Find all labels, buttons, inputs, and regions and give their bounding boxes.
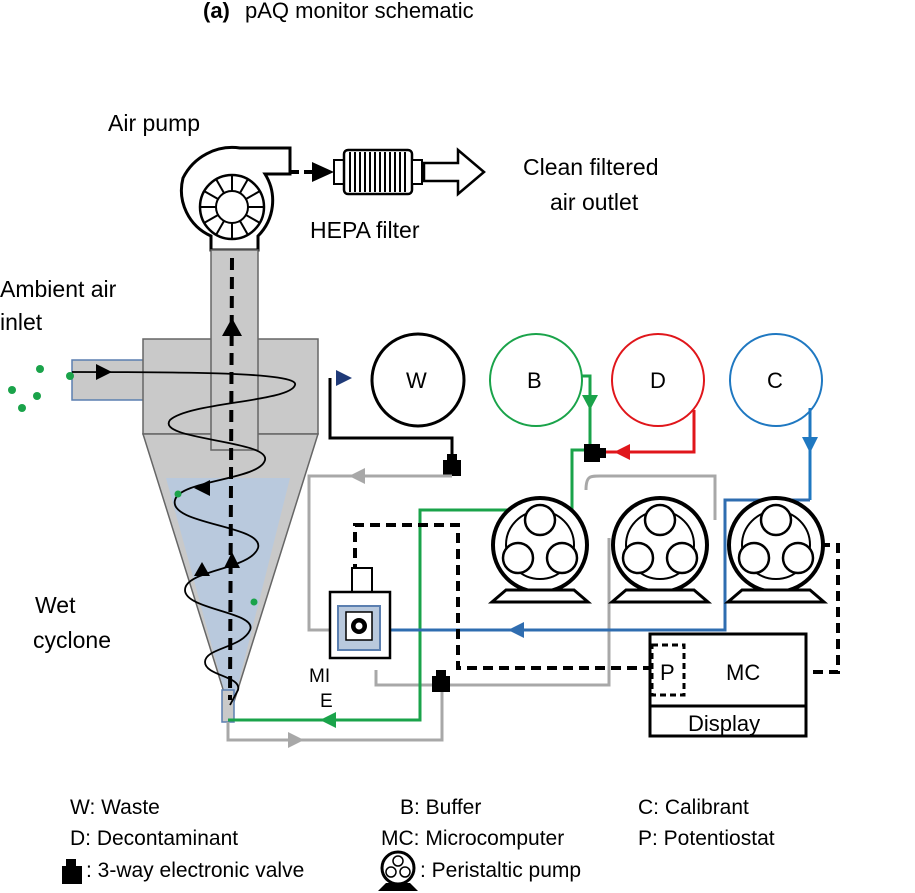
peristaltic-pump-1 [487,496,593,604]
mie-electrode [328,567,392,660]
clean-air-label-line1: Clean filtered [523,154,659,180]
green-line [228,480,574,722]
wet-cyclone [71,249,320,723]
pump-to-filter-arrow [312,162,334,182]
mie-label-line2: E [320,691,333,712]
potentiostat-label: P [660,660,675,685]
legend: W: Waste B: Buffer C: Calibrant D: Decon… [62,796,775,891]
waste-label: W [406,368,427,393]
wet-cyclone-label-line1: Wet [35,592,76,618]
waste-line [328,378,454,462]
legend-calibrant: C: Calibrant [638,796,749,819]
hepa-filter-label: HEPA filter [310,217,420,243]
legend-potentiostat: P: Potentiostat [638,827,775,850]
peristaltic-pump-2 [607,496,713,604]
legend-buffer: B: Buffer [400,796,481,819]
legend-waste: W: Waste [70,796,160,819]
display-label: Display [688,711,760,736]
microcomputer [648,632,808,738]
legend-pump: : Peristaltic pump [420,859,581,882]
valve-top [443,454,461,476]
wet-cyclone-label-line2: cyclone [33,627,111,653]
calibrant-reservoir [729,333,823,427]
decontaminant-line [604,410,696,454]
buffer-reservoir [489,333,583,427]
figure-title: pAQ monitor schematic [245,0,474,23]
air-pump [179,145,292,252]
calibrant-label: C [767,368,783,393]
clean-air-outlet-arrow [422,147,486,197]
peristaltic-pump-3 [723,496,829,604]
legend-microcomputer: MC: Microcomputer [381,827,564,850]
waste-reservoir [370,332,466,428]
mie-label-line1: MI [309,666,330,687]
cyclone-liquid [166,478,290,705]
legend-decontaminant: D: Decontaminant [70,827,238,850]
cyclone-spiral [71,371,296,706]
mc-label: MC [726,660,760,685]
valve-icon [62,859,82,884]
legend-valve: : 3-way electronic valve [86,859,304,882]
control-lines [353,523,840,674]
decontaminant-label: D [650,368,666,393]
valve-mid [584,444,606,462]
air-pump-label: Air pump [108,110,200,136]
ambient-air-label-line2: inlet [0,309,43,335]
valve-bottom [432,670,450,692]
gray-lines [226,474,717,742]
particle-icons [8,365,258,606]
figure-title-label: (a) [203,0,230,23]
decontaminant-reservoir [611,333,705,427]
hepa-filter [333,148,423,196]
pump-icon [378,850,418,891]
buffer-label: B [527,368,542,393]
ambient-air-label-line1: Ambient air [0,276,117,302]
clean-air-label-line2: air outlet [550,189,639,215]
